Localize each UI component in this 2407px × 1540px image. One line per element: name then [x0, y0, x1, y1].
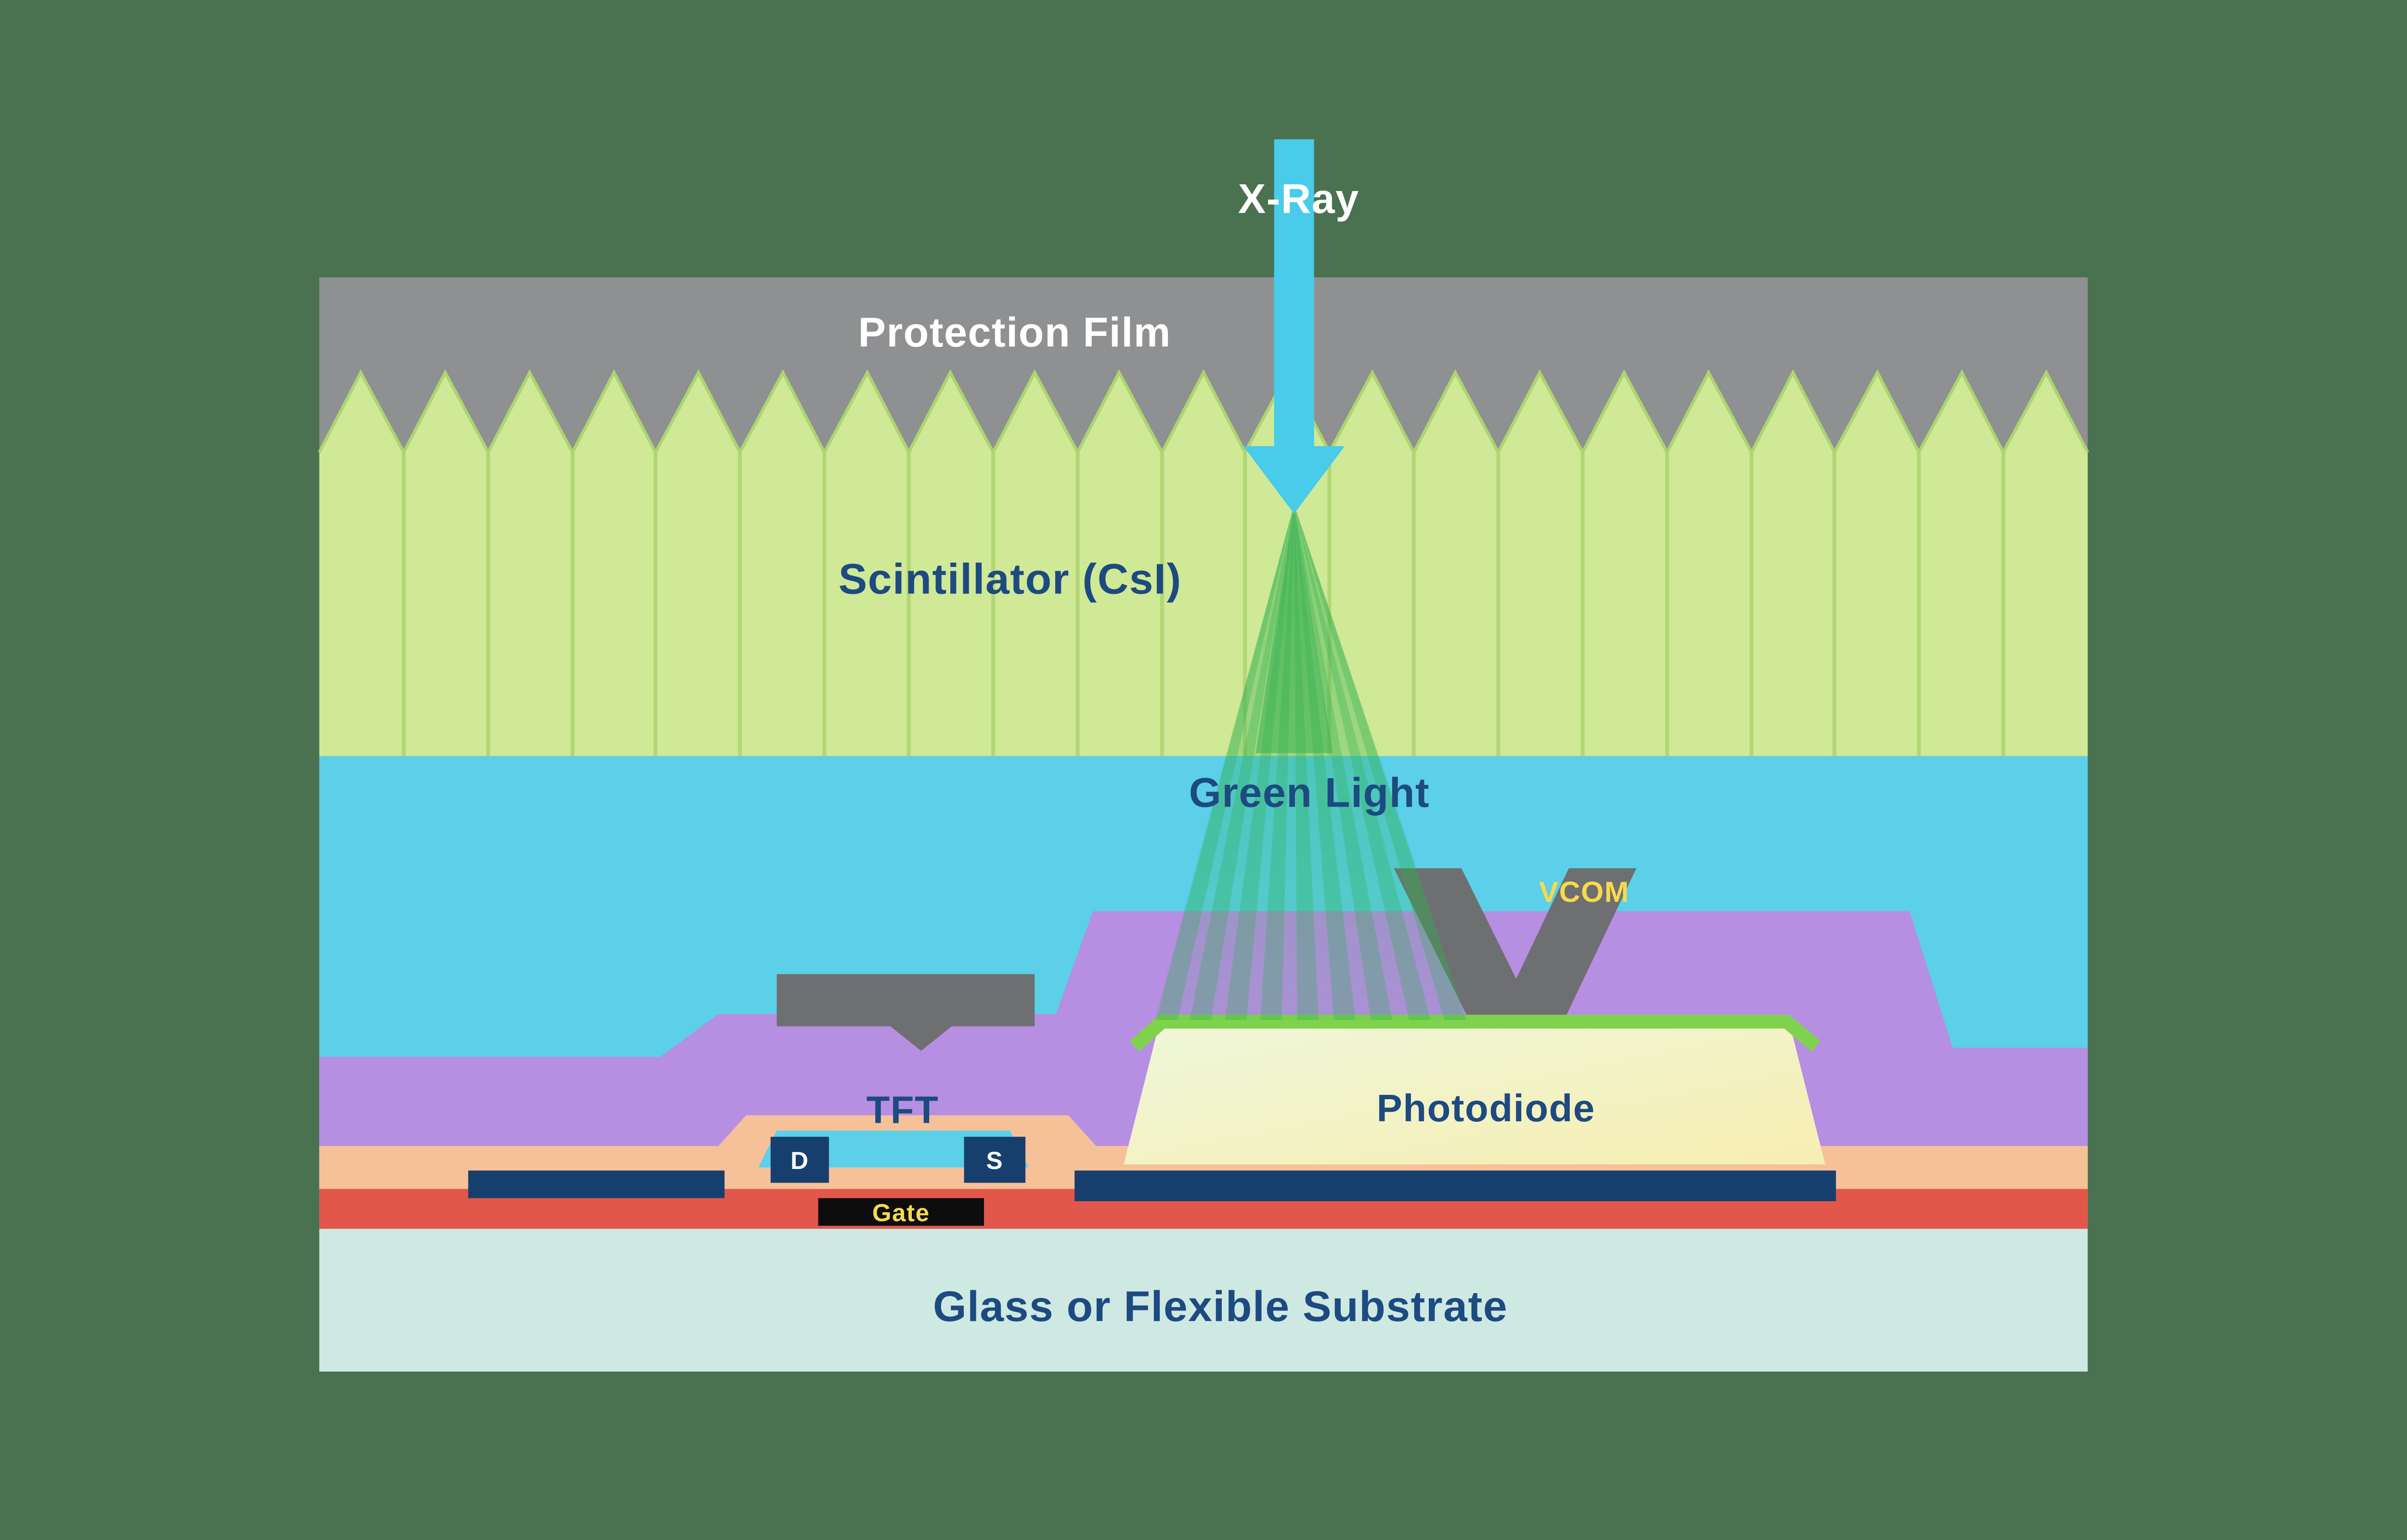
green-light-rays	[1154, 504, 1468, 1020]
tft-gate-metal	[818, 1198, 984, 1226]
green-light-label: Green Light	[1189, 770, 1430, 816]
tft-source-electrode	[964, 1137, 1026, 1183]
green-ray	[1294, 504, 1466, 1020]
xray-label: X-Ray	[1238, 176, 1359, 222]
tft-drain-label: D	[790, 1147, 809, 1174]
xray-arrow	[1243, 139, 1345, 514]
tft-label: TFT	[867, 1088, 939, 1131]
metal-line-right	[1074, 1170, 1836, 1202]
xray-arrow-head	[1243, 446, 1345, 514]
top-electrode-gray	[776, 974, 1035, 1051]
vcom-label: VCOM	[1539, 875, 1630, 908]
green-light-core	[1255, 504, 1333, 753]
tft-source-label: S	[986, 1147, 1004, 1174]
metal-line-left	[468, 1170, 725, 1198]
substrate-layer	[319, 1229, 2088, 1372]
substrate-label: Glass or Flexible Substrate	[933, 1282, 1508, 1330]
scintillator-layer	[319, 449, 2088, 757]
scintillator-peak-outline	[318, 369, 2089, 456]
photodiode-body	[1124, 1025, 1825, 1165]
vcom-wedge-right	[1492, 868, 1637, 1029]
tft-drain-electrode	[770, 1137, 829, 1183]
xray-arrow-shaft	[1274, 139, 1314, 449]
scintillator-label: Scintillator (CsI)	[839, 554, 1182, 603]
scintillator-column-lines	[401, 450, 2006, 757]
green-light-cone	[1154, 504, 1468, 1020]
photodiode-label: Photodiode	[1377, 1087, 1595, 1129]
green-ray	[1294, 504, 1431, 1020]
protection-film-label: Protection Film	[858, 309, 1171, 356]
vcom-wedge-left	[1394, 868, 1541, 1029]
scintillator-column-peaks	[319, 372, 2088, 452]
green-ray	[1294, 504, 1319, 1020]
green-ray	[1294, 504, 1356, 1020]
photodiode-top-electrode	[1129, 1014, 1821, 1052]
gate-label: Gate	[872, 1199, 930, 1227]
